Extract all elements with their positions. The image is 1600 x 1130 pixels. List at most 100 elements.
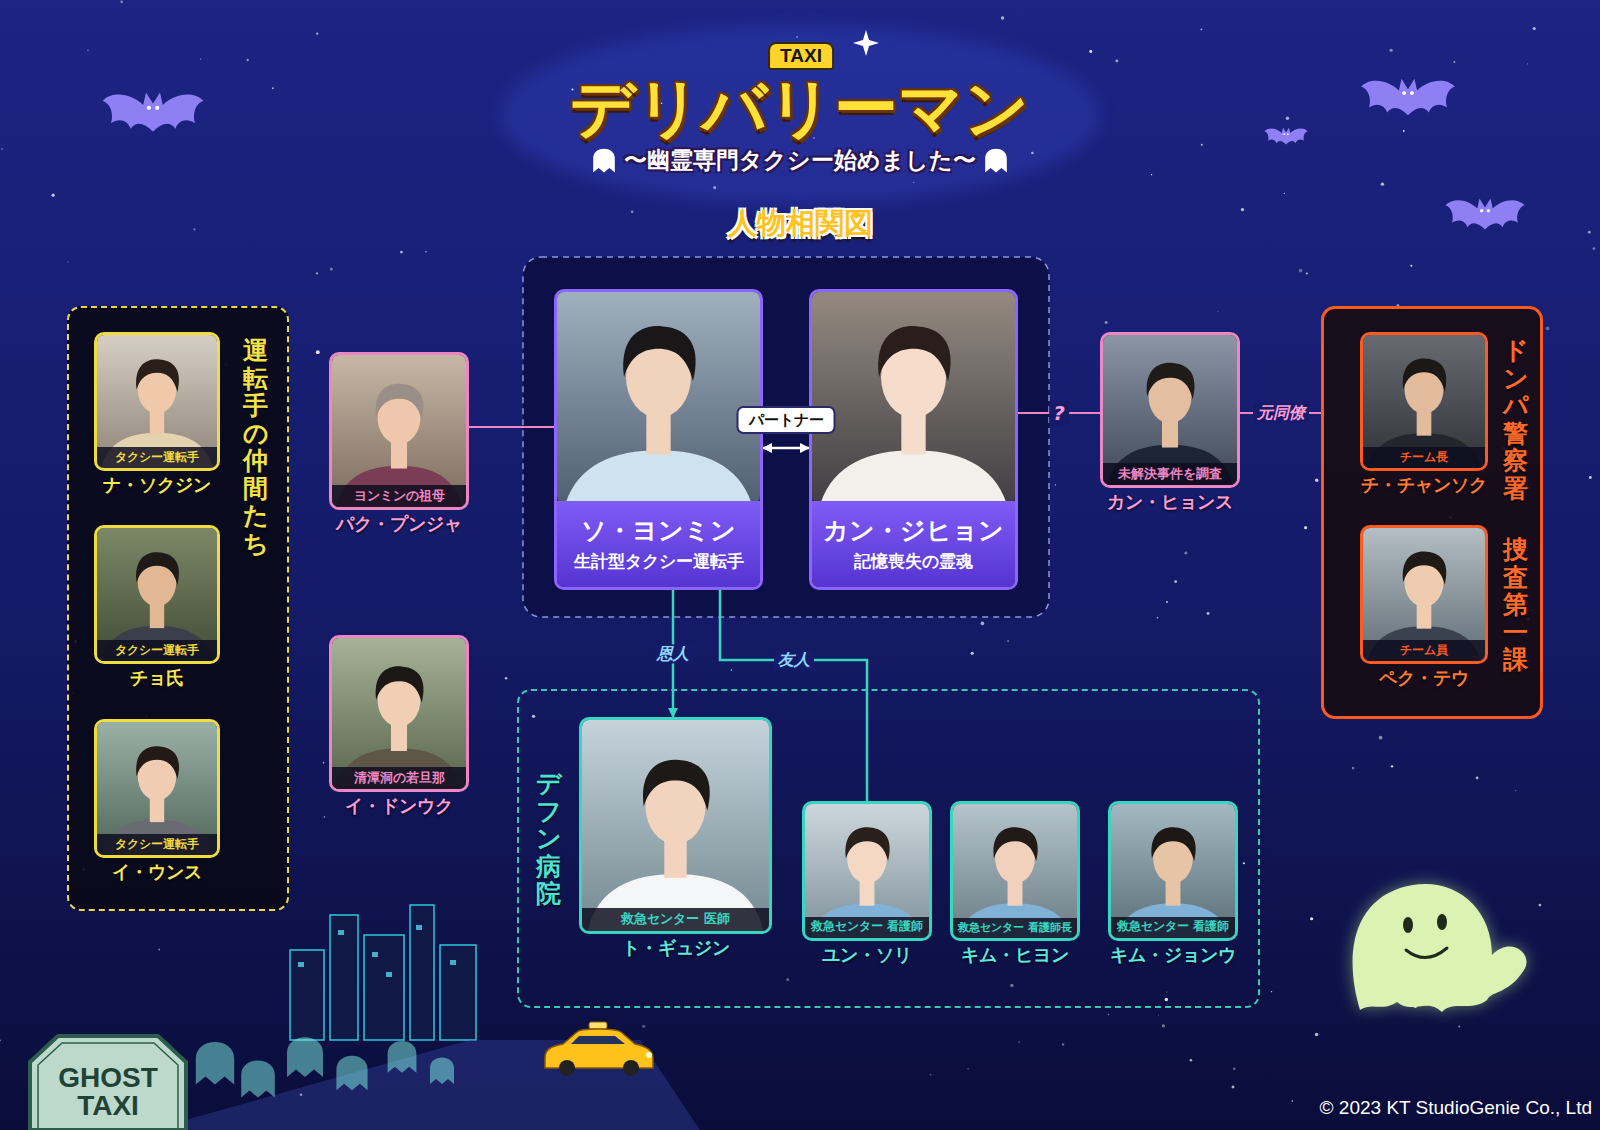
edge-label: ? (1049, 401, 1069, 425)
person-card: タクシー運転手ナ・ソクジン (94, 332, 220, 471)
star (1306, 272, 1308, 274)
star (1157, 617, 1159, 619)
portrait-shoulders (561, 450, 756, 503)
portrait-hair (376, 384, 424, 420)
edge-label: パートナー (739, 408, 834, 432)
star (1403, 130, 1405, 132)
person-name: キム・ジョンウ (1110, 944, 1236, 966)
role-caption: タクシー運転手 (97, 640, 217, 661)
portrait-background (953, 804, 1077, 938)
person-name: チ・チャンソク (1361, 474, 1487, 496)
star (1304, 526, 1307, 529)
person-name: ト・ギュジン (622, 937, 730, 959)
main-character-card: カン・ジヒョン記憶喪失の霊魂 (809, 289, 1018, 590)
star (642, 1025, 645, 1028)
portrait-background (1363, 335, 1485, 468)
taxi-headlight (646, 1052, 652, 1058)
role-caption: 救急センター 看護師 (1111, 917, 1235, 938)
portrait-frame (582, 720, 769, 931)
star (1001, 16, 1004, 19)
star (1166, 991, 1167, 992)
portrait-shoulders (816, 450, 1011, 503)
portrait-hair (623, 326, 695, 381)
star (120, 0, 123, 3)
road-sign-inner (38, 1043, 178, 1130)
portrait-background (1363, 528, 1485, 661)
ghost-crowd (430, 1058, 454, 1085)
ghost-crowd (241, 1061, 275, 1098)
role-caption: 救急センター 看護師 (805, 917, 929, 938)
star (981, 622, 985, 626)
star (1299, 269, 1303, 273)
road-sign (30, 1036, 186, 1130)
window-light (298, 962, 304, 967)
star (1166, 601, 1168, 603)
star (971, 652, 974, 655)
ghost-eye (1437, 914, 1447, 930)
person-card: 救急センター 看護師長キム・ヒヨン (950, 801, 1080, 941)
person-card: タクシー運転手チョ氏 (94, 525, 220, 664)
person-name: キム・ヒヨン (961, 944, 1069, 966)
ghost-crowd (196, 1042, 234, 1084)
bat (1264, 128, 1307, 145)
star (1055, 484, 1056, 485)
role-caption: 記憶喪失の霊魂 (812, 551, 1015, 571)
star (1352, 767, 1355, 770)
star (1184, 552, 1187, 555)
star (1292, 1100, 1293, 1101)
star (158, 949, 160, 951)
star (400, 251, 403, 254)
star (1007, 640, 1009, 642)
star (1453, 61, 1455, 63)
edge-label: 恩人 (653, 644, 693, 663)
star (1201, 144, 1203, 146)
portrait-placeholder (557, 292, 760, 503)
vertical-heading-column: ドンパ警察署捜査第一課 (1503, 337, 1528, 674)
group-panel: ドンパ警察署捜査第一課チーム長チ・チャンソクチーム員ペク・テウ (1321, 306, 1543, 719)
panel-heading: デフン病院 (536, 770, 561, 908)
star (316, 272, 318, 274)
star (1315, 1033, 1319, 1037)
big-ghost-glow (1353, 884, 1527, 1012)
person-card: 清潭洞の若旦那イ・ドンウク (329, 635, 469, 792)
person-card: 救急センター 看護師キム・ジョンウ (1108, 801, 1238, 941)
ghost-crowd (336, 1056, 367, 1090)
sparkle (853, 30, 879, 56)
star-field (0, 0, 1595, 1101)
small-ghost (985, 149, 1007, 173)
person-name: チョ氏 (130, 667, 184, 689)
main-group-frame (523, 257, 1049, 617)
portrait-placeholder (812, 292, 1015, 503)
person-name: イ・ウンス (112, 861, 202, 883)
star (324, 816, 326, 818)
window-light (338, 930, 344, 935)
person-name: カン・ヒョンス (1107, 491, 1233, 513)
diagram-title: デリバリーマン (570, 73, 1030, 143)
portrait-hair (1403, 552, 1447, 585)
role-caption: チーム員 (1363, 640, 1485, 661)
taxi-window (571, 1036, 625, 1044)
role-caption: 生計型タクシー運転手 (557, 551, 760, 571)
vertical-heading-column: デフン病院 (536, 770, 561, 908)
ghost-eye (1403, 917, 1413, 933)
person-card: 救急センター 看護師ユン・ソリ (802, 801, 932, 941)
star (505, 677, 508, 680)
ghost-crowd (287, 1037, 323, 1077)
star (1162, 1024, 1165, 1027)
portrait-hair (845, 827, 889, 861)
name-band: カン・ジヒョン記憶喪失の霊魂 (812, 501, 1015, 587)
portrait-hair (1403, 359, 1447, 392)
star (1310, 917, 1313, 920)
window-light (416, 925, 422, 930)
star (1476, 777, 1479, 780)
star (1527, 63, 1528, 64)
star (631, 211, 634, 214)
star (1410, 265, 1412, 267)
star (1217, 311, 1218, 312)
star (1458, 1025, 1460, 1027)
star (913, 182, 915, 184)
star (1, 148, 3, 150)
group-panel: 運転手の仲間たちタクシー運転手ナ・ソクジンタクシー運転手チョ氏タクシー運転手イ・… (67, 306, 289, 911)
role-caption: ヨンミンの祖母 (332, 485, 466, 507)
role-caption: 救急センター 医師 (582, 908, 769, 931)
